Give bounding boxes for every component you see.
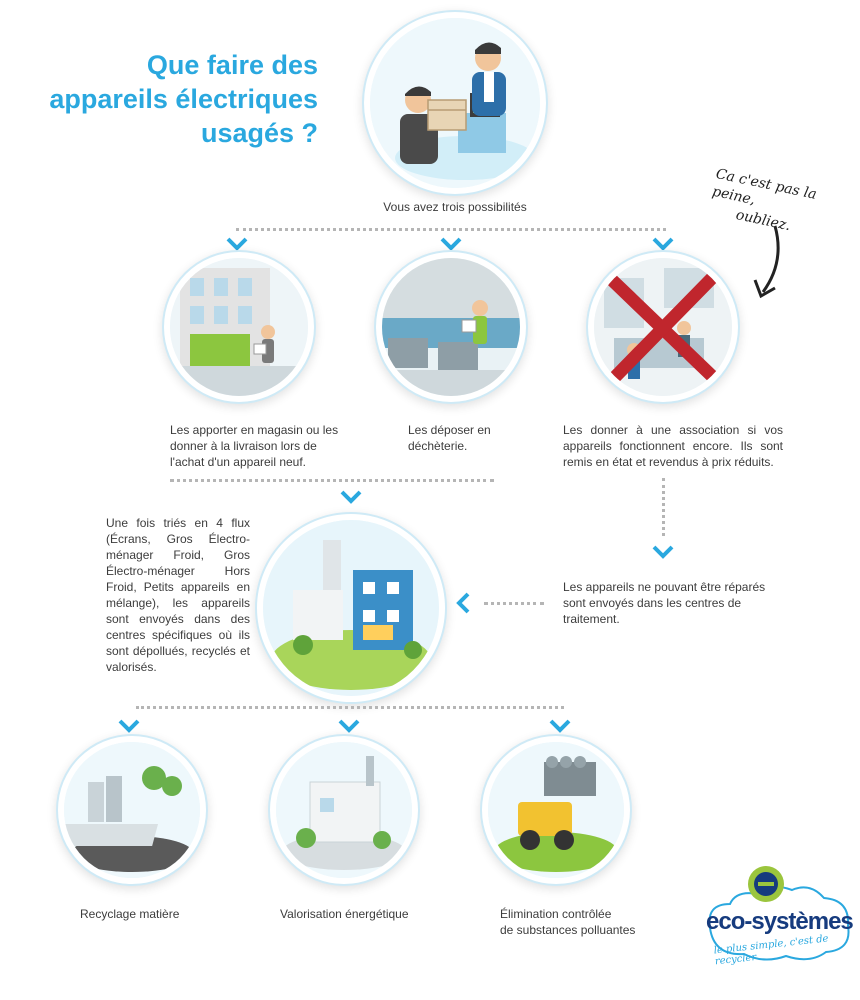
- chevron-down-icon: [549, 719, 571, 733]
- treatment-plant-scene-svg: [263, 520, 439, 696]
- chevron-down-icon: [340, 490, 362, 504]
- treatment-plant-illustration: [263, 520, 439, 696]
- title-line-1: Que faire des: [146, 50, 318, 80]
- title-line-2: appareils électriques: [49, 84, 318, 114]
- sorting-text: Une fois triés en 4 flux (Écrans, Gros É…: [106, 516, 250, 674]
- recycling-center-illustration: [382, 258, 520, 396]
- shop-illustration: [370, 18, 540, 188]
- shop-scene-svg: [370, 18, 540, 188]
- outcome-recycling-label: Recyclage matière: [80, 907, 180, 921]
- dotted-connector-top: [236, 228, 666, 231]
- option-recycling-center-text: Les déposer en déchèterie.: [408, 423, 491, 453]
- outcome-energy-label: Valorisation énergétique: [280, 907, 409, 921]
- energy-recovery-scene-svg: [276, 742, 412, 878]
- chevron-down-icon: [440, 237, 462, 251]
- pollutant-elimination-scene-svg: [488, 742, 624, 878]
- material-recycling-scene-svg: [64, 742, 200, 878]
- logo-name: eco-systèmes: [706, 908, 854, 935]
- association-illustration: [594, 258, 732, 396]
- intro-text: Vous avez trois possibilités: [383, 200, 527, 214]
- title-line-3: usagés ?: [200, 118, 318, 148]
- association-scene-svg: [594, 258, 732, 396]
- eco-systemes-logo: eco-systèmes le plus simple, c'est de re…: [700, 864, 856, 968]
- dotted-connector-bottom: [136, 706, 564, 709]
- chevron-down-icon: [338, 719, 360, 733]
- unrepairable-text: Les appareils ne pouvant être réparés so…: [563, 580, 766, 626]
- dotted-connector-left: [484, 602, 544, 605]
- chevron-down-icon: [226, 237, 248, 251]
- store-illustration: [170, 258, 308, 396]
- page-title: Que faire des appareils électriques usag…: [0, 48, 318, 150]
- chevron-down-icon: [118, 719, 140, 733]
- store-scene-svg: [170, 258, 308, 396]
- energy-recovery-illustration: [276, 742, 412, 878]
- material-recycling-illustration: [64, 742, 200, 878]
- option-store-text: Les apporter en magasin ou les donner à …: [170, 423, 339, 469]
- curved-arrow-icon: [753, 225, 780, 299]
- chevron-down-icon: [652, 545, 674, 559]
- pollutant-elimination-illustration: [488, 742, 624, 878]
- option-association-text: Les donner à une association si vos appa…: [563, 423, 783, 469]
- outcome-elimination-line-2: de substances polluantes: [500, 923, 636, 937]
- outcome-elimination-label: Élimination contrôlée de substances poll…: [500, 906, 660, 938]
- dotted-connector-middle: [170, 479, 494, 482]
- outcome-elimination-line-1: Élimination contrôlée: [500, 907, 612, 921]
- chevron-down-icon: [652, 237, 674, 251]
- logo-cloud-icon: [708, 866, 850, 961]
- recycling-center-scene-svg: [382, 258, 520, 396]
- dotted-connector-vertical: [662, 478, 665, 536]
- chevron-left-icon: [456, 592, 470, 614]
